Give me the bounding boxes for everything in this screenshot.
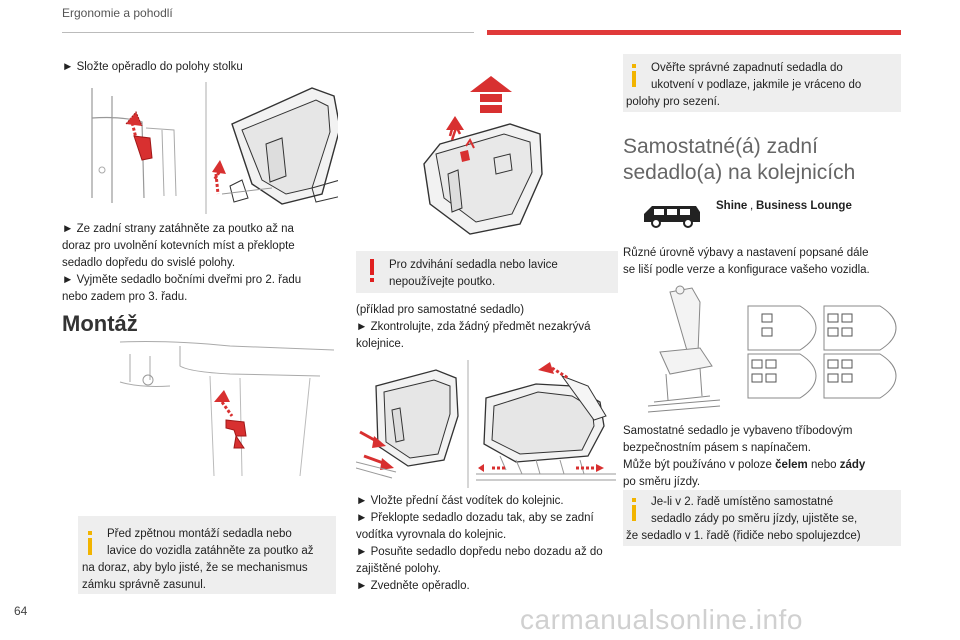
- figure-seat-layouts: [647, 285, 897, 413]
- step-install-line-1: ► Vložte přední část vodítek do kolejnic…: [356, 495, 564, 507]
- note-reinstall-line-3: na doraz, aby bylo jisté, že se mechanis…: [82, 562, 308, 574]
- warning-icon: [370, 259, 374, 275]
- note-reinstall-line-2: lavice do vozidla zatáhněte za poutko až: [107, 545, 314, 557]
- warning-line-1: Pro zdvihání sedadla nebo lavice: [389, 259, 558, 271]
- usage-text-c: nebo: [807, 459, 840, 471]
- step-fold-backrest: ► Složte opěradlo do polohy stolku: [62, 61, 243, 73]
- usage-position-line-2: po směru jízdy.: [623, 476, 701, 488]
- step-install-line-2: ► Překlopte sedadlo dozadu tak, aby se z…: [356, 512, 594, 524]
- versions-shine: Shine: [716, 200, 748, 212]
- warning-note-strap: [356, 251, 618, 293]
- page-number: 64: [14, 604, 28, 618]
- info-icon-dot: [88, 531, 92, 535]
- info-icon-dot: [632, 498, 636, 502]
- figure-lift-seat: [423, 76, 543, 235]
- info-icon-dot: [632, 64, 636, 68]
- van-icon: [644, 206, 700, 228]
- usage-facing-backward: zády: [839, 459, 866, 471]
- belt-line-1: Samostatné sedadlo je vybaveno tříbodový…: [623, 425, 853, 437]
- header-accent-bar: [487, 30, 901, 35]
- note-anchor-line-2: ukotvení v podlaze, jakmile je vráceno d…: [651, 79, 862, 91]
- heading-montaz: Montáž: [62, 311, 138, 336]
- info-note-anchor: [623, 54, 901, 112]
- belt-line-2: bezpečnostním pásem s napínačem.: [623, 442, 811, 454]
- step-remove-line-2: nebo zadem pro 3. řadu.: [62, 291, 188, 303]
- info-icon: [632, 71, 636, 87]
- watermark-text: carmanualsonline.info: [520, 604, 803, 635]
- step-pull-line-2: doraz pro uvolnění kotevních míst a přek…: [62, 240, 295, 252]
- info-note-reinstall: [78, 516, 336, 594]
- intro-line-2: se liší podle verze a konfigurace vašeho…: [623, 264, 870, 276]
- note-rear-line-1: Je-li v 2. řadě umístěno samostatné: [651, 496, 834, 508]
- section-title-line-2: sedadlo(a) na kolejnicích: [623, 161, 856, 184]
- info-note-rear-facing: [623, 490, 901, 546]
- warning-line-2: nepoužívejte poutko.: [389, 276, 496, 288]
- usage-facing-forward: čelem: [775, 459, 808, 471]
- warning-icon-dot: [370, 278, 374, 282]
- figure-strap-detail: [119, 341, 335, 477]
- intro-line-1: Různé úrovně výbavy a nastavení popsané …: [623, 247, 869, 259]
- note-rear-line-3: že sedadlo v 1. řadě (řidiče nebo spoluj…: [626, 530, 861, 542]
- note-reinstall-line-4: zámku správně zasunul.: [82, 579, 207, 591]
- step-pull-line-3: sedadlo dopředu do svislé polohy.: [62, 257, 236, 269]
- step-check-line-1: ► Zkontrolujte, zda žádný předmět nezakr…: [356, 321, 591, 333]
- info-icon: [632, 505, 636, 521]
- step-install-line-3: vodítka vyrovnala do kolejnic.: [356, 529, 507, 541]
- running-header-title: Ergonomie a pohodlí: [62, 6, 173, 20]
- step-remove-line-1: ► Vyjměte sedadlo bočními dveřmi pro 2. …: [62, 274, 302, 286]
- note-reinstall-line-1: Před zpětnou montáží sedadla nebo: [107, 528, 292, 540]
- usage-position-line-1: Může být používáno v poloze čelem nebo z…: [623, 457, 865, 474]
- step-install-line-4: ► Posuňte sedadlo dopředu nebo dozadu až…: [356, 546, 603, 558]
- versions-business-lounge: Business Lounge: [756, 200, 852, 212]
- step-pull-line-1: ► Ze zadní strany zatáhněte za poutko až…: [62, 223, 294, 235]
- step-install-line-6: ► Zvedněte opěradlo.: [356, 580, 470, 592]
- figure-fold-seat: [91, 82, 338, 214]
- figure-install-rails: [356, 360, 616, 488]
- note-anchor-line-1: Ověřte správné zapadnutí sedadla do: [651, 62, 843, 74]
- example-caption: (příklad pro samostatné sedadlo): [356, 304, 525, 316]
- step-install-line-5: zajištěné polohy.: [356, 563, 441, 575]
- versions-separator: ,: [750, 200, 754, 212]
- usage-text-a: Může být používáno v poloze: [623, 459, 776, 471]
- note-rear-line-2: sedadlo zády po směru jízdy, ujistěte se…: [651, 513, 858, 525]
- header-divider: [62, 32, 474, 33]
- section-title-line-1: Samostatné(á) zadní: [623, 135, 818, 158]
- note-anchor-line-3: polohy pro sezení.: [626, 96, 720, 108]
- info-icon: [88, 538, 92, 555]
- step-check-line-2: kolejnice.: [356, 338, 404, 350]
